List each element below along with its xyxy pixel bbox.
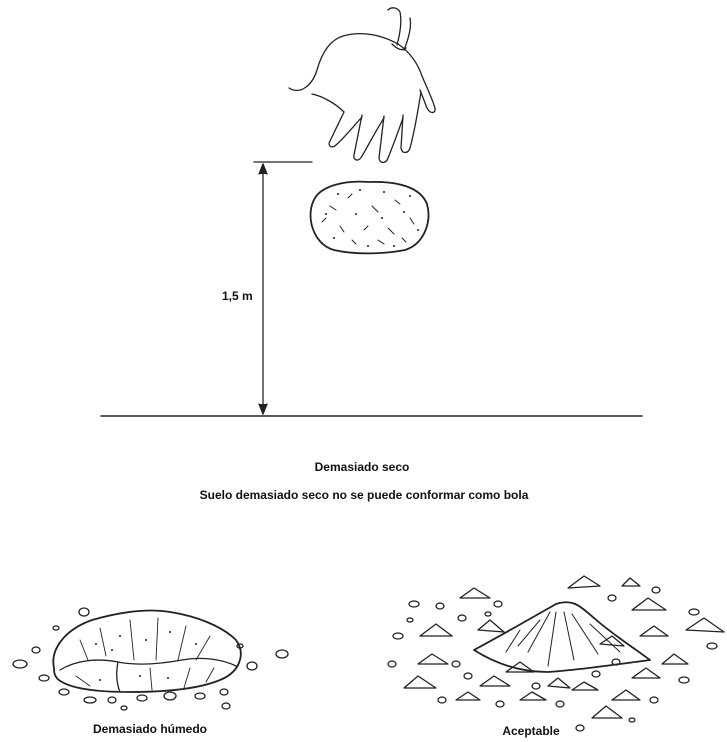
acceptable-soil-icon (388, 576, 724, 731)
too-wet-soil-icon (13, 608, 288, 710)
height-dimension-arrow (259, 164, 267, 414)
too-wet-title: Demasiado húmedo (93, 722, 207, 736)
soil-ball-icon (311, 182, 429, 254)
acceptable-title: Aceptable (502, 724, 559, 738)
hand-icon (289, 8, 435, 163)
too-dry-title: Demasiado seco (315, 460, 410, 474)
height-label: 1,5 m (222, 289, 253, 303)
too-dry-description: Suelo demasiado seco no se puede conform… (200, 488, 529, 502)
